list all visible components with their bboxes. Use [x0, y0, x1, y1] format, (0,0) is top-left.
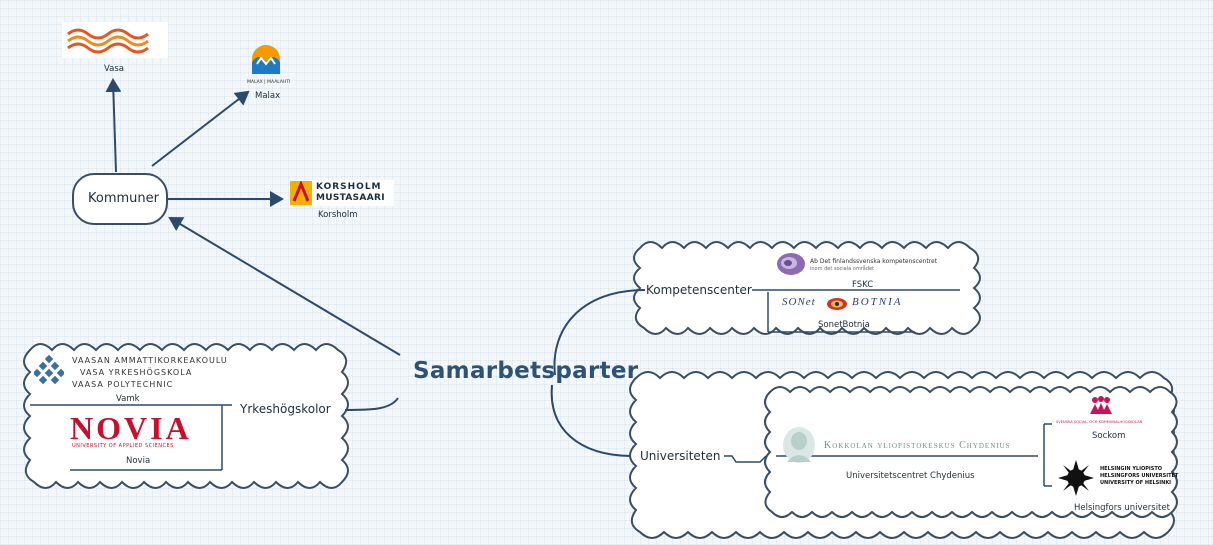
arrow-center-to-kommuner: [168, 216, 401, 356]
sonetbotnia-caption: SonetBotnia: [818, 320, 870, 330]
curve-to-kompetenscenter: [553, 289, 646, 376]
helsinki-logo-line1: HELSINGIN YLIOPISTO: [1100, 466, 1163, 472]
sonetbotnia-eye-icon: [827, 298, 847, 310]
vasa-logo: [62, 22, 168, 58]
center-title: Samarbetsparter: [413, 358, 639, 384]
korsholm-caption: Korsholm: [318, 210, 358, 220]
malax-logo-text: MALAX | MAALAHTI: [247, 80, 291, 85]
korsholm-emblem-icon: [290, 181, 312, 205]
kommuner-label: Kommuner: [88, 191, 159, 206]
novia-logo-sub: UNIVERSITY OF APPLIED SCIENCES: [72, 443, 174, 449]
botnia-text: BOTNIA: [852, 296, 903, 308]
vamk-logo-line1: VAASAN AMMATTIKORKEAKOULU: [72, 356, 228, 365]
kommuner-node[interactable]: Kommuner: [72, 173, 168, 225]
sockom-logo-text: SVENSKA SOCIAL- OCH KOMMUNALHÖGSKOLAN: [1056, 420, 1143, 424]
novia-caption: Novia: [126, 456, 151, 466]
novia-logo: NOVIA UNIVERSITY OF APPLIED SCIENCES: [66, 410, 208, 450]
chydenius-portrait-icon: [783, 427, 815, 463]
chydenius-cloud: [764, 386, 1178, 518]
fskc-logo-line2: inom det sociala området: [810, 266, 875, 272]
vasa-caption: Vasa: [104, 64, 125, 74]
helsinki-logo: [1058, 460, 1094, 496]
helsinki-logo-line2: HELSINGFORS UNIVERSITET: [1100, 473, 1179, 479]
vamk-diamond-icon: [32, 354, 66, 385]
korsholm-logo-line1: KORSHOLM: [316, 182, 382, 192]
helsinki-logo-line3: UNIVERSITY OF HELSINKI: [1100, 480, 1172, 486]
kompetenscenter-cloud: [633, 241, 981, 335]
kompetenscenter-label[interactable]: Kompetenscenter: [646, 283, 752, 297]
fskc-logo-line1: Ab Det finlandssvenska kompetenscentret: [810, 258, 938, 265]
helsinki-caption: Helsingfors universitet: [1074, 503, 1170, 513]
fskc-swirl-icon: [777, 253, 805, 275]
vamk-logo-line2: VASA YRKESHÖGSKOLA: [80, 368, 193, 377]
sockom-caption: Sockom: [1092, 431, 1126, 441]
sockom-figures-icon: [1090, 396, 1112, 414]
curve-to-universiteten: [550, 384, 631, 457]
vamk-logo: [32, 354, 66, 388]
vamk-logo-line3: VAASA POLYTECHNIC: [72, 380, 174, 389]
yrkeshogskolor-label[interactable]: Yrkeshögskolor: [240, 402, 331, 416]
sonet-text: SONet: [782, 296, 816, 308]
arrow-to-vasa: [105, 78, 122, 173]
curve-to-yrkeshogskolor: [344, 397, 399, 411]
korsholm-logo-line2: MUSTASAARI: [316, 193, 385, 203]
universiteten-label[interactable]: Universiteten: [640, 449, 721, 463]
malax-sun-icon: [252, 45, 280, 74]
helsinki-flame-icon: [1058, 460, 1094, 496]
malax-caption: Malax: [255, 91, 281, 101]
sonetbotnia-logo: SONet BOTNIA: [782, 296, 918, 314]
vasa-wave-icon: [67, 28, 149, 54]
arrow-to-malax: [151, 90, 250, 167]
sockom-logo: [1088, 396, 1114, 416]
chydenius-logo: [782, 426, 816, 464]
malax-logo: [248, 44, 284, 80]
chydenius-logo-text: Kokkolan yliopistokeskus Chydenius: [824, 440, 1011, 451]
fskc-logo: [776, 252, 806, 276]
vamk-caption: Vamk: [116, 394, 140, 404]
novia-logo-text: NOVIA: [70, 410, 192, 446]
fskc-caption: FSKC: [852, 280, 874, 290]
korsholm-logo: KORSHOLM MUSTASAARI: [290, 180, 394, 206]
chydenius-caption: Universitetscentret Chydenius: [846, 471, 975, 481]
